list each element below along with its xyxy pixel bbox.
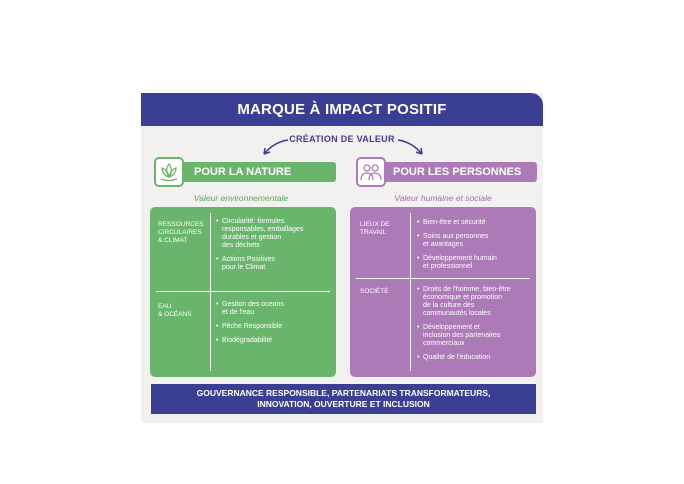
- divider-horizontal: [356, 278, 530, 279]
- lotus-icon: [154, 157, 184, 187]
- value-creation-label: CRÉATION DE VALEUR: [289, 134, 395, 144]
- list-item: Développement et inclusion des partenair…: [417, 324, 535, 348]
- people-panel: LIEUX DE TRAVAIL Bien-être et sécurité S…: [350, 207, 536, 377]
- row-label-resources: RESSOURCES CIRCULAIRES & CLIMAT: [158, 221, 204, 244]
- bullet-list: Bien-être et sécurité Soins aux personne…: [417, 219, 535, 277]
- page-title: MARQUE À IMPACT POSITIF: [141, 93, 543, 126]
- list-item: Circularité: formules responsables, emba…: [216, 218, 334, 250]
- nature-panel: RESSOURCES CIRCULAIRES & CLIMAT Circular…: [150, 207, 336, 377]
- nature-heading: POUR LA NATURE: [174, 162, 336, 182]
- list-item: Droits de l'homme, bien-être économique …: [417, 286, 535, 318]
- divider-vertical: [210, 213, 211, 371]
- list-item: Développement humain et professionnel: [417, 255, 535, 271]
- arrow-left-icon: [263, 139, 289, 155]
- arrow-right-icon: [397, 139, 423, 155]
- list-item: Bien-être et sécurité: [417, 219, 535, 227]
- people-subtitle: Valeur humaine et sociale: [394, 193, 492, 203]
- list-item: Pêche Responsible: [216, 323, 334, 331]
- list-item: Qualité de l'éducation: [417, 354, 535, 362]
- nature-subtitle: Valeur environnementale: [193, 193, 289, 203]
- bullet-list: Gestion des oceans et de l'eau Pêche Res…: [216, 301, 334, 351]
- bullet-list: Droits de l'homme, bien-être économique …: [417, 286, 535, 368]
- people-icon: [356, 157, 386, 187]
- divider-horizontal: [156, 291, 330, 292]
- bullet-list: Circularité: formules responsables, emba…: [216, 218, 334, 278]
- list-item: Gestion des oceans et de l'eau: [216, 301, 334, 317]
- row-label-society: SOCIÉTÉ: [360, 288, 389, 295]
- list-item: Soins aux personnes et avantages: [417, 233, 535, 249]
- governance-footer: GOUVERNANCE RESPONSIBLE, PARTENARIATS TR…: [151, 384, 536, 414]
- list-item: Biodégradabilité: [216, 337, 334, 345]
- divider-vertical: [410, 213, 411, 371]
- row-label-water: EAU & OCÉANS: [158, 303, 192, 318]
- list-item: Actions Positives pour le Climat: [216, 256, 334, 272]
- row-label-workplace: LIEUX DE TRAVAIL: [360, 221, 390, 236]
- people-heading: POUR LES PERSONNES: [375, 162, 537, 182]
